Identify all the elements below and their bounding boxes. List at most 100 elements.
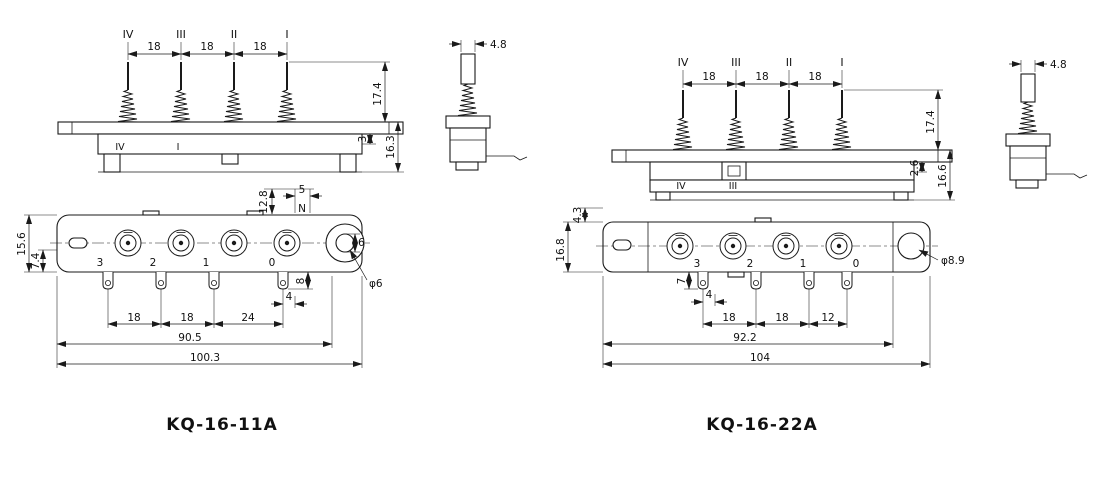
spring-height-dim: 17.4 bbox=[925, 110, 937, 134]
mount-slot bbox=[612, 239, 632, 251]
body-detail-inner bbox=[727, 165, 741, 177]
terminal-tab bbox=[277, 271, 289, 290]
mount-span-dim: 90.5 bbox=[178, 332, 201, 344]
plate-offset-dim: 2.6 bbox=[909, 159, 921, 176]
terminal-tab bbox=[803, 271, 815, 290]
side-view: 4.8 bbox=[445, 39, 528, 171]
body-foot bbox=[455, 161, 479, 171]
plunger-label: III bbox=[176, 28, 186, 41]
tab-length-dim: 8 bbox=[295, 278, 307, 285]
terminal-tab bbox=[155, 271, 167, 290]
plunger-bellows bbox=[277, 62, 297, 122]
mounting-plate bbox=[1005, 133, 1051, 147]
terminal-tab bbox=[102, 271, 114, 290]
mount-span-dim: 92.2 bbox=[733, 332, 756, 344]
switch-body bbox=[449, 127, 487, 163]
plunger-bellows bbox=[832, 90, 852, 150]
overall-dim: 100.3 bbox=[190, 352, 220, 364]
terminal-tab bbox=[697, 271, 709, 290]
plunger-label: III bbox=[731, 56, 741, 69]
contact-station bbox=[220, 229, 248, 257]
mounting-plate bbox=[611, 149, 953, 163]
drawing-kq-16-22a: IV III II I 18 18 18 IV bbox=[555, 56, 1088, 435]
front-view: IV III II I 18 18 18 IV I bbox=[57, 28, 404, 173]
body-mark: IV bbox=[676, 181, 686, 192]
height-total-dim: 16.8 bbox=[555, 238, 567, 261]
spring bbox=[457, 83, 479, 117]
terminal-pitch-dim: 24 bbox=[241, 312, 255, 324]
tab-offset-dim: 4 bbox=[706, 289, 713, 301]
terminal-number: 1 bbox=[800, 258, 807, 270]
terminal-pitch-dim: 12 bbox=[821, 312, 834, 324]
terminal-tab bbox=[750, 271, 762, 290]
shaft-width-dim: 4.8 bbox=[1050, 59, 1067, 71]
spring bbox=[1017, 101, 1039, 135]
terminal-tab bbox=[841, 271, 853, 290]
shaft bbox=[1020, 73, 1036, 103]
terminal-tab bbox=[208, 271, 220, 290]
switch-body bbox=[1009, 145, 1047, 181]
body-mark: IV bbox=[115, 142, 125, 153]
plan-view: 4.3 16.8 3 2 1 0 7 4 bbox=[555, 207, 965, 368]
side-view: 4.8 bbox=[1005, 59, 1088, 189]
terminal-pitch-dim: 18 bbox=[722, 312, 735, 324]
hole-diameter-dim: φ8.9 bbox=[941, 255, 965, 267]
body-strip bbox=[649, 179, 915, 193]
pitch-dim: 18 bbox=[253, 41, 266, 53]
plunger-label: II bbox=[231, 28, 238, 41]
drawing-title: KQ-16-11A bbox=[166, 415, 278, 435]
plunger-bellows bbox=[726, 90, 746, 150]
terminal-pitch-dim: 18 bbox=[775, 312, 788, 324]
mounting-plate bbox=[445, 115, 491, 129]
body-mark: I bbox=[177, 142, 180, 153]
terminal-number: 3 bbox=[694, 258, 701, 270]
terminal-number: 1 bbox=[203, 257, 210, 269]
plan-body bbox=[602, 221, 931, 273]
body-height-dim: 16.3 bbox=[385, 135, 397, 158]
terminal-pitch-dim: 18 bbox=[127, 312, 140, 324]
n-offset-dim: 5 bbox=[299, 184, 306, 196]
plunger-bellows bbox=[673, 90, 693, 150]
body-leg bbox=[103, 153, 121, 173]
contact-station bbox=[772, 232, 800, 260]
top-latch bbox=[142, 210, 160, 216]
top-latch bbox=[246, 210, 264, 216]
spring-height-dim: 17.4 bbox=[372, 82, 384, 106]
pitch-dim: 18 bbox=[200, 41, 213, 53]
mount-hole bbox=[897, 232, 925, 260]
hole-offset-dim: 6 bbox=[358, 237, 365, 249]
pitch-dim: 18 bbox=[808, 71, 821, 83]
tab-offset-dim: 4 bbox=[286, 291, 293, 303]
terminal-number: 2 bbox=[747, 258, 754, 270]
hole-diameter-dim: φ6 bbox=[369, 278, 383, 290]
mount-hole bbox=[335, 233, 355, 253]
switch-body bbox=[649, 161, 915, 181]
bottom-latch bbox=[727, 271, 745, 278]
terminal-pitch-dim: 18 bbox=[180, 312, 193, 324]
contact-station bbox=[167, 229, 195, 257]
terminal-number: 0 bbox=[853, 258, 860, 270]
pitch-dim: 18 bbox=[147, 41, 160, 53]
body-leg bbox=[339, 153, 357, 173]
front-view: IV III II I 18 18 18 IV bbox=[611, 56, 955, 201]
plunger-label: I bbox=[285, 28, 288, 41]
leader-line bbox=[349, 249, 368, 281]
top-offset-dim: 12.8 bbox=[258, 190, 270, 213]
pitch-dim: 18 bbox=[702, 71, 715, 83]
top-offset-dim: 4.3 bbox=[572, 207, 584, 224]
tab-length-dim: 7 bbox=[676, 278, 688, 285]
contact-station bbox=[719, 232, 747, 260]
plunger-label: I bbox=[840, 56, 843, 69]
terminal-number: 3 bbox=[97, 257, 104, 269]
terminal-number: 2 bbox=[150, 257, 157, 269]
height-lower-dim: 7.4 bbox=[30, 252, 42, 269]
shaft bbox=[460, 53, 476, 85]
plunger-label: IV bbox=[123, 28, 134, 41]
contact-station bbox=[114, 229, 142, 257]
body-detail bbox=[721, 161, 747, 181]
overall-dim: 104 bbox=[750, 352, 770, 364]
drawing-title: KQ-16-22A bbox=[706, 415, 818, 435]
plunger-bellows bbox=[171, 62, 191, 122]
